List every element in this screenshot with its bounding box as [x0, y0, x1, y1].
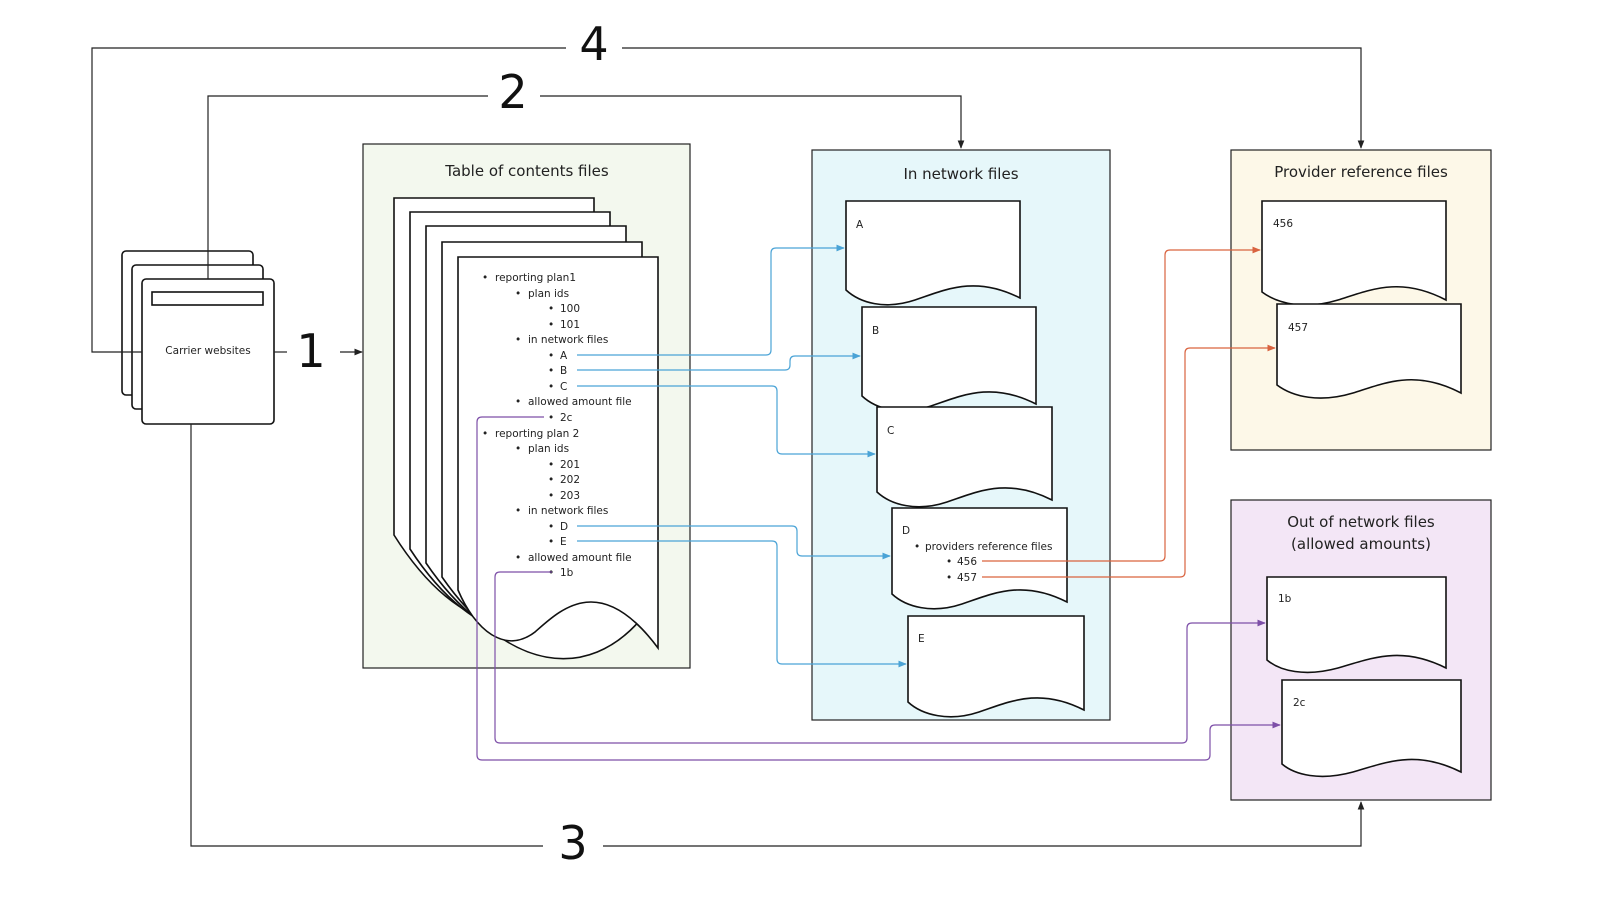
out-network-doc-2c-label: 2c: [1293, 697, 1306, 709]
toc-bullet: •: [548, 412, 554, 424]
toc-line: plan ids: [528, 443, 569, 455]
in-network-doc-d-bullet: •: [946, 572, 952, 584]
step-4-number: 4: [579, 17, 608, 71]
out-network-doc-1b-label: 1b: [1278, 593, 1292, 605]
flow-step-3-b: [603, 801, 1365, 847]
connector-d-456: [982, 246, 1261, 562]
in-network-doc-a-label: A: [856, 219, 864, 231]
step-1-number: 1: [296, 324, 325, 378]
in-network-doc-d-item: 457: [957, 572, 977, 584]
provider-ref-doc-457: [1276, 303, 1462, 399]
toc-bullet: •: [515, 396, 521, 408]
step-2-number: 2: [498, 65, 527, 119]
toc-bullet: •: [548, 381, 554, 393]
toc-line: 2c: [560, 412, 573, 424]
out-network-panel-title-line2: (allowed amounts): [1291, 535, 1431, 553]
connector-d-457: [982, 344, 1276, 578]
toc-bullet: •: [548, 319, 554, 331]
toc-bullet: •: [482, 428, 488, 440]
toc-line: 101: [560, 319, 580, 331]
toc-line: B: [560, 365, 567, 377]
toc-line: A: [560, 350, 568, 362]
carrier-websites-stack: [121, 250, 275, 425]
toc-bullet: •: [515, 443, 521, 455]
in-network-doc-d-item: 456: [957, 556, 977, 568]
toc-bullet: •: [548, 521, 554, 533]
provider-ref-doc-457-label: 457: [1288, 322, 1308, 334]
in-network-doc-e: [907, 615, 1085, 718]
connector-toc-2c: [476, 416, 1281, 761]
toc-line: 1b: [560, 567, 574, 579]
in-network-doc-b-label: B: [872, 325, 879, 337]
step-3-number: 3: [558, 816, 587, 870]
toc-list: • reporting plan1 • plan ids • 100 • 101 • in…: [482, 272, 632, 579]
in-network-doc-e-label: E: [918, 633, 925, 645]
toc-line: 203: [560, 490, 580, 502]
toc-line: reporting plan1: [495, 272, 576, 284]
in-network-panel-title: In network files: [903, 165, 1018, 183]
toc-bullet: •: [548, 303, 554, 315]
toc-bullet: •: [548, 536, 554, 548]
browser-address-bar: [151, 291, 264, 306]
out-network-panel-title-line1: Out of network files: [1287, 513, 1435, 531]
toc-line: in network files: [528, 505, 608, 517]
flow-step-4-b: [622, 47, 1365, 149]
flow-step-2-b: [540, 95, 965, 149]
toc-line: reporting plan 2: [495, 428, 579, 440]
toc-bullet: •: [482, 272, 488, 284]
toc-line: 100: [560, 303, 580, 315]
carrier-websites-label: Carrier websites: [165, 345, 250, 357]
flow-step-3-a: [190, 424, 543, 847]
connector-toc-b: [577, 352, 861, 371]
connector-toc-1b: [494, 571, 1266, 744]
toc-line: E: [560, 536, 567, 548]
connector-toc-e: [577, 540, 907, 668]
toc-bullet: •: [548, 350, 554, 362]
provider-ref-doc-456-label: 456: [1273, 218, 1293, 230]
in-network-doc-b: [861, 306, 1037, 412]
toc-bullet: •: [548, 459, 554, 471]
toc-line: allowed amount file: [528, 396, 632, 408]
in-network-doc-d: [891, 507, 1068, 610]
toc-bullet: •: [515, 505, 521, 517]
toc-line: in network files: [528, 334, 608, 346]
out-network-doc-2c: [1281, 679, 1462, 778]
in-network-doc-a: [845, 200, 1021, 306]
in-network-doc-d-heading: providers reference files: [925, 541, 1053, 553]
provider-ref-panel: [1230, 149, 1492, 451]
toc-line: C: [560, 381, 567, 393]
toc-panel-title: Table of contents files: [444, 162, 609, 180]
out-network-doc-1b: [1266, 576, 1447, 674]
provider-ref-panel-title: Provider reference files: [1274, 163, 1448, 181]
in-network-doc-c: [876, 406, 1053, 508]
toc-line: allowed amount file: [528, 552, 632, 564]
in-network-doc-c-label: C: [887, 425, 894, 437]
connector-toc-c: [577, 385, 876, 458]
connector-toc-a: [577, 244, 845, 356]
in-network-doc-d-bullet: •: [946, 556, 952, 568]
in-network-doc-d-bullet: •: [914, 541, 920, 553]
in-network-doc-d-label: D: [902, 525, 910, 537]
toc-bullet: •: [548, 490, 554, 502]
toc-bullet: •: [515, 552, 521, 564]
toc-line: 202: [560, 474, 580, 486]
toc-bullet: •: [548, 567, 554, 579]
flow-step-4-a: [91, 47, 566, 353]
toc-bullet: •: [515, 288, 521, 300]
toc-bullet: •: [548, 365, 554, 377]
toc-line: 201: [560, 459, 580, 471]
provider-ref-doc-456: [1261, 200, 1447, 306]
connector-toc-d: [577, 525, 891, 560]
toc-document-stack: [393, 197, 659, 660]
toc-line: D: [560, 521, 568, 533]
toc-bullet: •: [548, 474, 554, 486]
toc-bullet: •: [515, 334, 521, 346]
toc-line: plan ids: [528, 288, 569, 300]
flow-step-2-a: [207, 95, 488, 279]
